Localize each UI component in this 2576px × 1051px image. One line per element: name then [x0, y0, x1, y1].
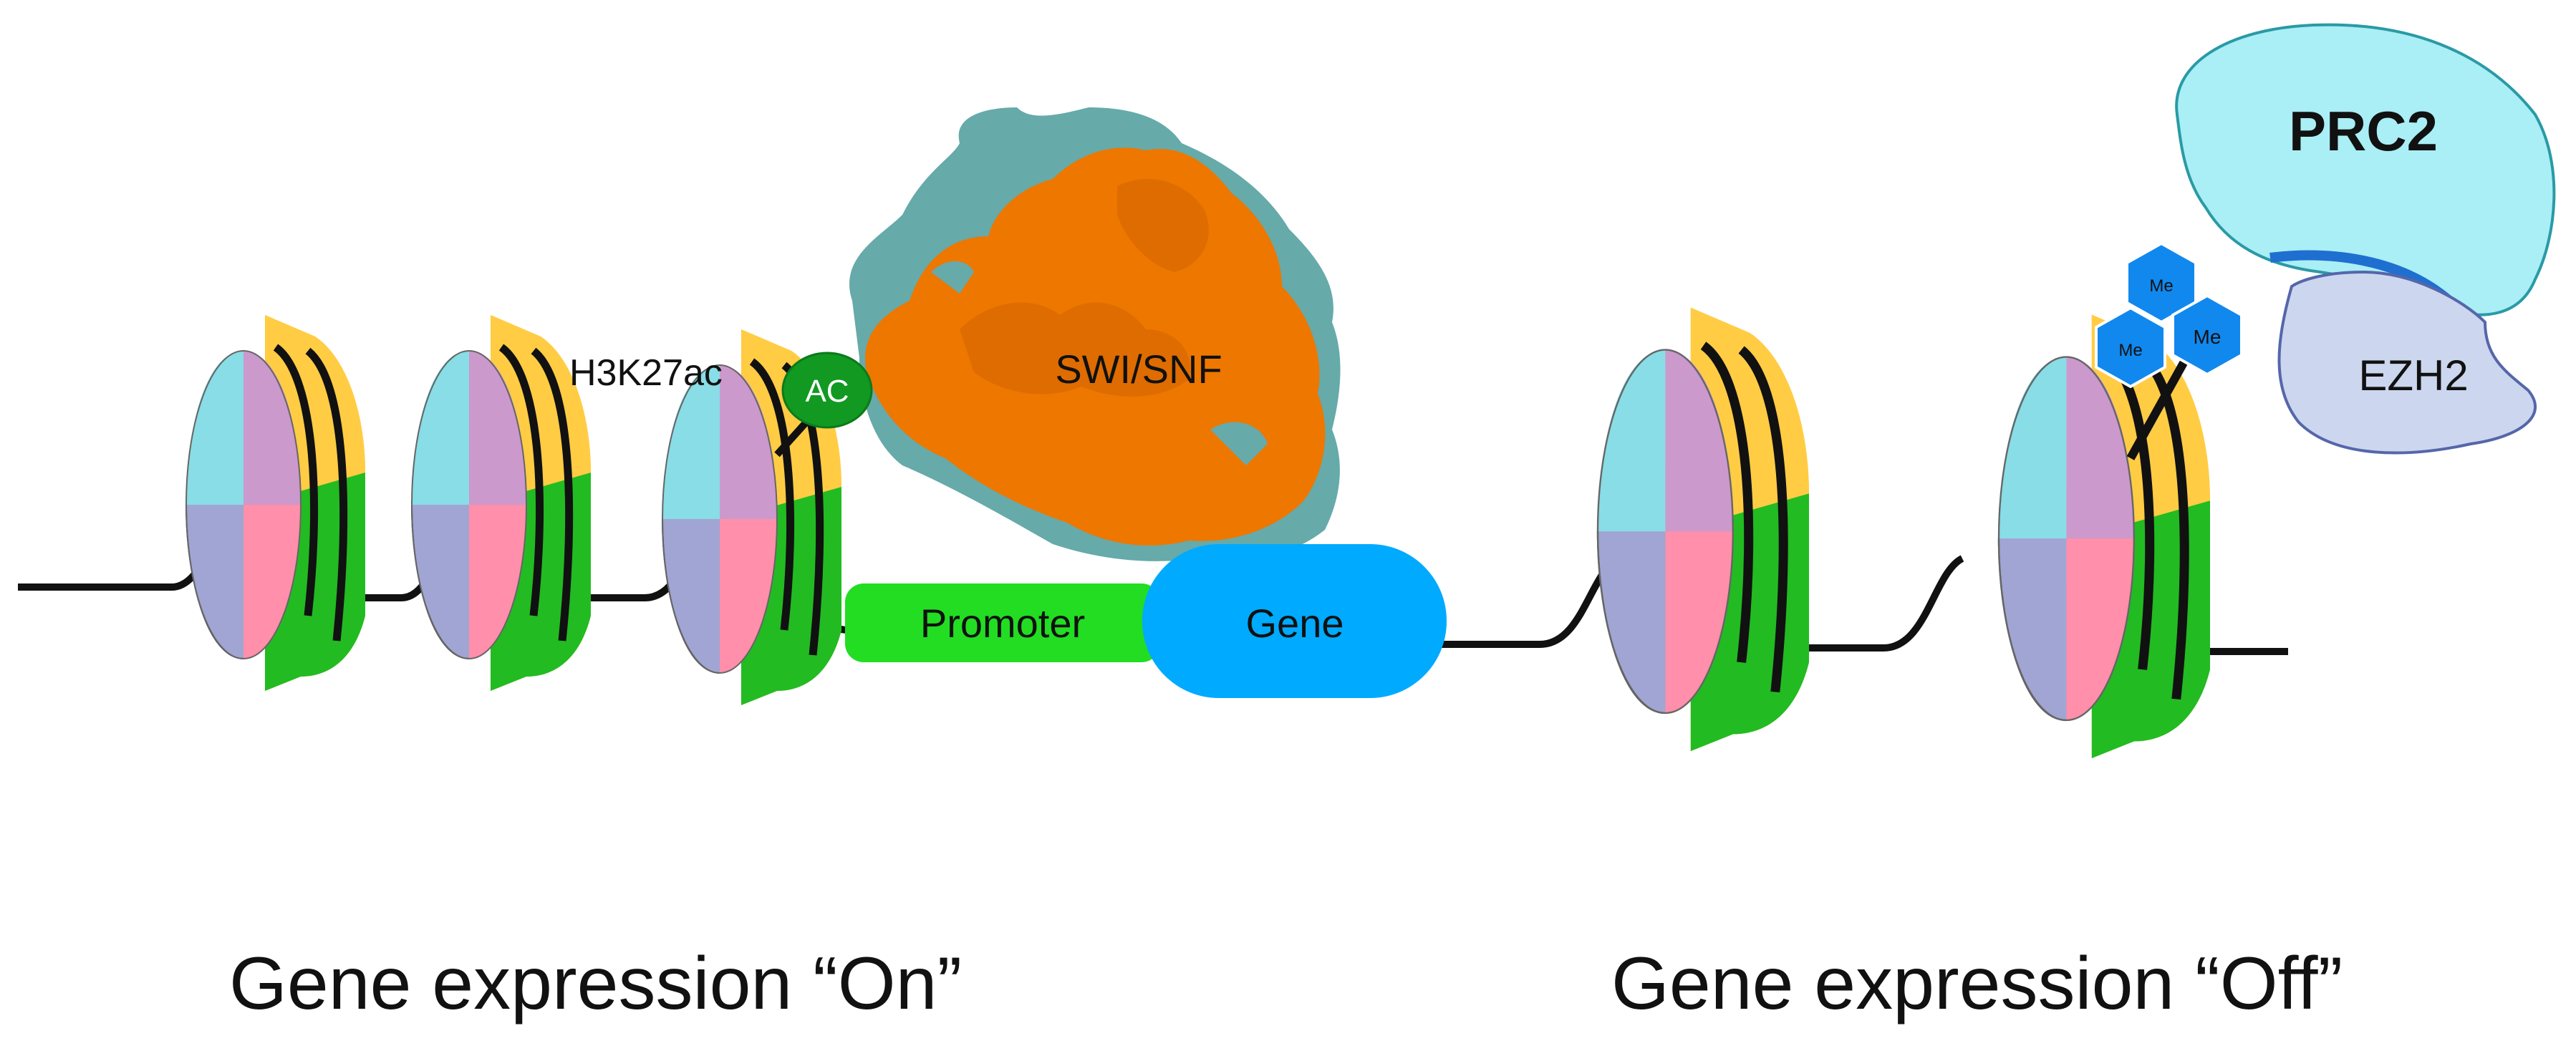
h3k27ac-label: H3K27ac — [569, 352, 723, 394]
methyl-group-1: Me — [2126, 242, 2197, 324]
ezh2-label: EZH2 — [2358, 352, 2468, 399]
prc2-label: PRC2 — [2289, 100, 2438, 163]
swi-snf-complex: SWI/SNF — [849, 107, 1341, 561]
nucleosome-2 — [412, 315, 591, 691]
nucleosome-4 — [1598, 308, 1809, 752]
methyl-label-2: Me — [2118, 341, 2142, 360]
promoter-label: Promoter — [920, 601, 1085, 646]
swi-snf-label: SWI/SNF — [1055, 347, 1222, 392]
methyl-group-3: Me — [2171, 294, 2243, 376]
acetyl-tether — [774, 416, 812, 457]
acetyl-label: AC — [805, 374, 849, 409]
methyl-tether — [2126, 359, 2189, 460]
gene-region: Gene — [1142, 544, 1447, 698]
methyl-group-2: Me — [2095, 306, 2166, 388]
nucleosome-5 — [1999, 315, 2210, 759]
caption-off: Gene expression “Off” — [1611, 942, 2343, 1025]
acetyl-group: AC — [781, 352, 873, 429]
methyl-label-1: Me — [2149, 276, 2173, 296]
caption-on: Gene expression “On” — [229, 942, 963, 1025]
nucleosome-1 — [186, 315, 365, 691]
methyl-label-3: Me — [2194, 326, 2222, 348]
promoter-region: Promoter — [845, 583, 1160, 662]
gene-label: Gene — [1246, 601, 1344, 646]
prc2-complex: PRC2 EZH2 — [2175, 23, 2556, 455]
